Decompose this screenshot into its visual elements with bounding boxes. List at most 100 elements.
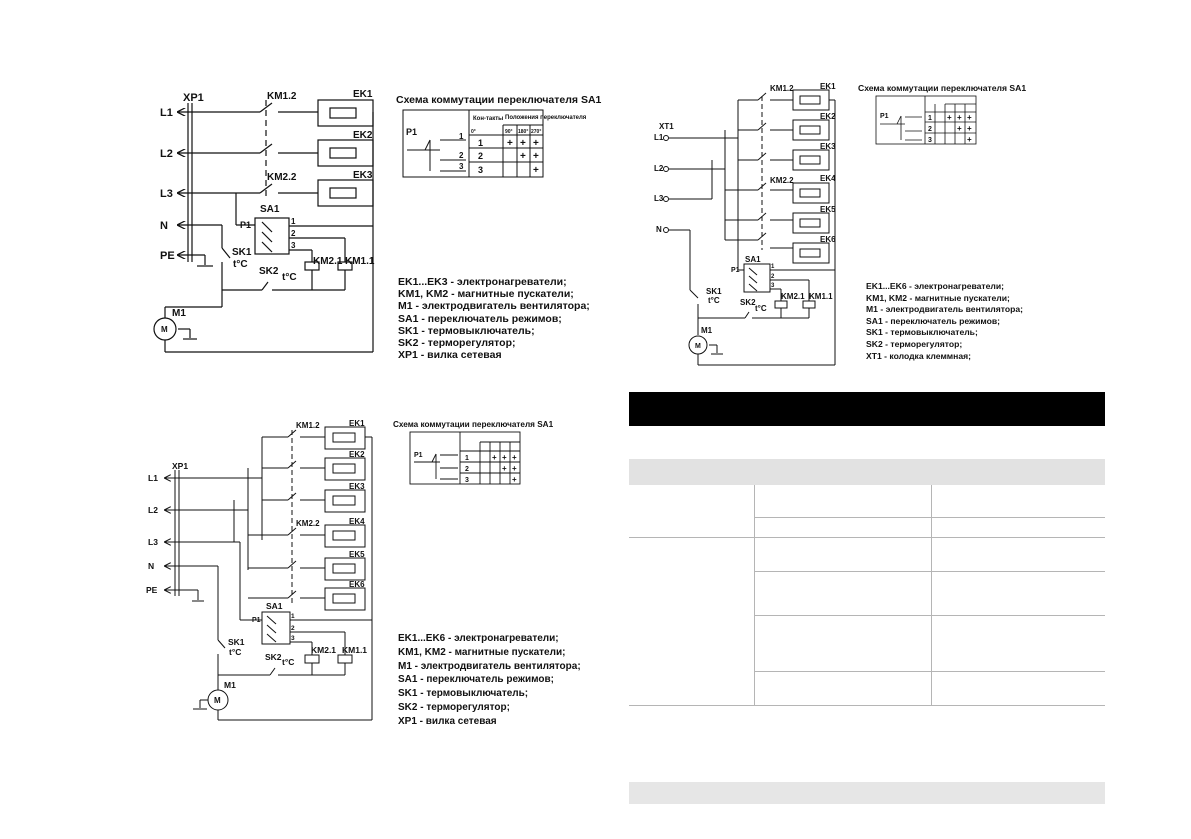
table3-mark-1c: + — [512, 453, 517, 462]
heater3-ek1: EK1 — [349, 419, 365, 428]
table2-mark-1c: + — [967, 113, 972, 122]
input-l1: L1 — [160, 107, 173, 119]
contactor3-km2-2: KM2.2 — [296, 519, 320, 528]
contactor-km2-2: KM2.2 — [267, 172, 297, 183]
heater2-ek4: EK4 — [820, 174, 836, 183]
coil3-km1-1: KM1.1 — [342, 645, 367, 655]
motor2-symbol: M — [695, 343, 701, 350]
sk2-temp: t°C — [282, 272, 297, 283]
switch-table-2 — [875, 95, 977, 145]
table-row — [629, 615, 1105, 672]
input3-l2: L2 — [148, 505, 158, 515]
plug-label: XP1 — [183, 92, 204, 104]
heater2-ek3: EK3 — [820, 142, 836, 151]
table2-row-1: 1 — [928, 115, 932, 122]
table-row — [629, 537, 1105, 706]
spec-table-header — [629, 459, 1105, 485]
motor3-m1: M1 — [224, 680, 236, 690]
table-row-1: 1 — [478, 138, 483, 148]
table3-mark-3c: + — [512, 475, 517, 484]
heater-ek3: EK3 — [353, 170, 373, 181]
legend-1-line: EK1...EK3 - электронагреватели; — [398, 276, 567, 288]
sk2-3-label: SK2 — [265, 652, 282, 662]
table3-row-2: 2 — [465, 466, 469, 473]
table3-mark-1a: + — [492, 453, 497, 462]
table-angle-180: 180° — [518, 129, 528, 135]
coil2-km2-1: KM2.1 — [781, 292, 805, 301]
input3-pe: PE — [146, 585, 158, 595]
legend-1-line: M1 - электродвигатель вентилятора; — [398, 300, 590, 313]
motor-symbol: M — [161, 325, 168, 334]
legend-1-line: SK1 - термовыключатель; — [398, 324, 535, 337]
table-angle-270: 270° — [531, 129, 541, 135]
sk1-3-temp: t°C — [229, 647, 241, 657]
input2-l2: L2 — [654, 164, 664, 173]
input2-n: N — [656, 225, 662, 234]
diagram-3-circuit — [165, 426, 373, 721]
motor3-symbol: M — [214, 696, 221, 705]
table2-mark-1a: + — [947, 113, 952, 122]
motor-m1: M1 — [172, 308, 186, 319]
heater2-ek6: EK6 — [820, 235, 836, 244]
table-positions-head: Положения переключателя — [505, 115, 587, 121]
switch3-sa1: SA1 — [266, 601, 283, 611]
heater3-ek4: EK4 — [349, 517, 365, 526]
table-cell — [931, 537, 1105, 572]
input2-l1: L1 — [654, 133, 664, 142]
heater-ek1: EK1 — [353, 89, 373, 100]
mark-1-90: + — [507, 138, 513, 149]
legend-2-line: SK1 - термовыключатель; — [866, 327, 978, 338]
legend-3-line: KM1, KM2 - магнитные пускатели; — [398, 646, 566, 658]
switch-table-1-text: P1 Кон-такты Положения переключателя 0° … — [406, 115, 587, 176]
table-angle-0: 0° — [471, 129, 476, 135]
table3-p1: P1 — [414, 452, 423, 459]
legend-3-line: SK1 - термовыключатель; — [398, 688, 529, 700]
spec-header-cell — [629, 459, 754, 485]
sk2-2-label: SK2 — [740, 298, 756, 307]
switch2-sa1: SA1 — [745, 255, 761, 264]
sk2-label: SK2 — [259, 266, 279, 277]
footer-bar — [629, 782, 1105, 804]
switch-sa1: SA1 — [260, 204, 280, 215]
legend-3-line: SA1 - переключатель режимов; — [398, 674, 554, 686]
table-row-2: 2 — [478, 151, 483, 161]
input3-l1: L1 — [148, 473, 158, 483]
legend-2: EK1...EK6 - электронагреватели; KM1, KM2… — [866, 281, 1023, 362]
legend-3-line: M1 - электродвигатель вентилятора; — [398, 660, 581, 672]
switch3-pin-2: 2 — [291, 625, 295, 632]
sk1-label: SK1 — [232, 247, 252, 258]
heater2-ek1: EK1 — [820, 82, 836, 91]
switch3-p1: P1 — [252, 617, 261, 624]
table3-mark-2b: + — [502, 464, 507, 473]
table1-pin-2: 2 — [459, 151, 464, 160]
spec-header-cell — [931, 459, 1105, 485]
sk1-temp: t°C — [233, 259, 248, 270]
mark-2-270: + — [533, 151, 539, 162]
diagram-3-labels: L1 L2 L3 N PE XP1 KM1.2 KM2.2 EK1 EK2 EK… — [146, 419, 554, 705]
input3-n: N — [148, 561, 154, 571]
coil-km1-1: KM1.1 — [345, 256, 375, 267]
table-cell — [754, 485, 932, 518]
table3-mark-2c: + — [512, 464, 517, 473]
table-cell — [931, 671, 1105, 706]
spec-table — [629, 459, 1105, 706]
input-l2: L2 — [160, 148, 173, 160]
diagram-1-circuit — [153, 99, 374, 353]
sk1-2-label: SK1 — [706, 287, 722, 296]
coil-km2-1: KM2.1 — [313, 256, 343, 267]
diagram-2-labels: XT1 L1 L2 L3 N KM1.2 KM2.2 EK1 EK2 EK3 E… — [654, 82, 1026, 350]
diagram-1-labels: L1 L2 L3 N PE XP1 KM1.2 KM2.2 EK1 EK2 EK… — [160, 89, 602, 334]
legend-1-line: XP1 - вилка сетевая — [398, 349, 502, 362]
mark-2-180: + — [520, 151, 526, 162]
legend-2-line: SK2 - терморегулятор; — [866, 338, 963, 349]
heater2-ek5: EK5 — [820, 205, 836, 214]
table-cell — [754, 571, 932, 616]
table1-pin-1: 1 — [459, 132, 464, 141]
legend-1-line: SK2 - терморегулятор; — [398, 337, 516, 350]
legend-1-line: SA1 - переключатель режимов; — [398, 312, 562, 325]
switch3-pin-1: 1 — [291, 613, 295, 620]
table-cell — [754, 517, 932, 538]
legend-3-line: EK1...EK6 - электронагреватели; — [398, 633, 559, 644]
pin-1: 1 — [291, 217, 296, 226]
table-cell — [931, 615, 1105, 672]
